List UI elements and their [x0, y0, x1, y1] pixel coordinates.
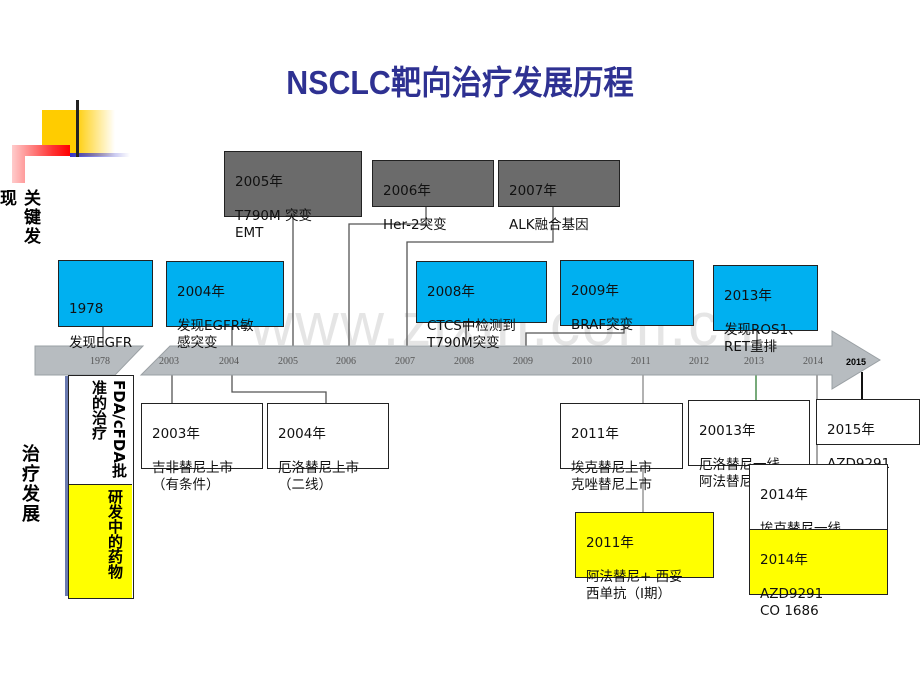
- side-label-discovery: 关 键 发: [24, 190, 41, 247]
- legend-column: FDA/cFDA批准的治疗 研发中的药物: [65, 375, 134, 599]
- tick-2014: 2014: [803, 356, 823, 367]
- box-year: 2004年: [278, 426, 326, 442]
- box-text: 厄洛替尼上市 （二线）: [278, 460, 359, 493]
- tick-2003: 2003: [159, 356, 179, 367]
- box-year: 2009年: [571, 283, 619, 299]
- box-text: 发现EGFR敏 感突变: [177, 318, 254, 351]
- tick-2010: 2010: [572, 356, 592, 367]
- page-title: NSCLC靶向治疗发展历程: [286, 64, 634, 101]
- box-text: CTCS中检测到 T790M突变: [427, 318, 516, 351]
- box-year: 2004年: [177, 284, 225, 300]
- tick-2008: 2008: [454, 356, 474, 367]
- discovery-box-2008: 2008年 CTCS中检测到 T790M突变: [416, 261, 547, 351]
- approved-box-2013: 20013年 厄洛替尼一线 阿法替尼: [688, 400, 810, 490]
- developing-box-2014: 2014年 AZD9291 CO 1686: [749, 529, 888, 619]
- side-label-char: 发: [22, 484, 40, 505]
- box-year: 2014年: [760, 552, 808, 568]
- side-label-char: 键: [24, 208, 41, 228]
- box-year: 2011年: [571, 426, 619, 442]
- tick-2009: 2009: [513, 356, 533, 367]
- approved-box-2015: 2015年 AZD9291: [816, 399, 920, 472]
- tick-2004: 2004: [219, 356, 239, 367]
- timeline-arrow: [139, 330, 881, 390]
- tick-2005: 2005: [278, 356, 298, 367]
- discovery-box-2013: 2013年 发现ROS1、 RET重排: [713, 265, 818, 355]
- box-year: 2003年: [152, 426, 200, 442]
- tick-2013: 2013: [744, 356, 764, 367]
- legend-developing-bg: 研发中的药物: [69, 484, 132, 598]
- discovery-box-2009: 2009年 BRAF突变: [560, 260, 694, 333]
- approved-box-2004: 2004年 厄洛替尼上市 （二线）: [267, 403, 389, 493]
- box-text: ALK融合基因: [509, 217, 589, 233]
- discovery-box-2007: 2007年 ALK融合基因: [498, 160, 620, 233]
- connector-2004-approved: [231, 375, 327, 403]
- box-year: 2005年: [235, 174, 283, 190]
- discovery-box-2004: 2004年 发现EGFR敏 感突变: [166, 261, 284, 351]
- box-text: T790M 突变 EMT: [235, 208, 312, 241]
- box-year: 2015年: [827, 422, 875, 438]
- box-year: 2008年: [427, 284, 475, 300]
- legend-developing: 研发中的药物: [106, 489, 124, 579]
- developing-box-2011: 2011年 阿法替尼+ 西妥 西单抗（I期）: [575, 512, 714, 602]
- box-year: 2013年: [724, 288, 772, 304]
- approved-box-2011: 2011年 埃克替尼上市 克唑替尼上市: [560, 403, 683, 493]
- decor-white-block: [25, 156, 70, 186]
- discovery-box-2005: 2005年 T790M 突变 EMT: [224, 151, 362, 241]
- tick-2015: 2015: [846, 357, 867, 367]
- tick-2007: 2007: [395, 356, 415, 367]
- approved-box-2014: 2014年 埃克替尼一线 Ceritinib: [749, 464, 888, 554]
- box-year: 1978: [69, 301, 104, 317]
- box-text: Her-2突变: [383, 217, 447, 233]
- side-label-treatment: 治 疗 发 展: [22, 445, 40, 525]
- decor-blue-line: [70, 153, 130, 157]
- legend-approved: FDA/cFDA批准的治疗: [90, 380, 128, 478]
- box-year: 2014年: [760, 487, 808, 503]
- side-label-char: 疗: [22, 464, 40, 485]
- box-year: 2006年: [383, 183, 431, 199]
- discovery-box-2006: 2006年 Her-2突变: [372, 160, 494, 233]
- tick-2012: 2012: [689, 356, 709, 367]
- connector-2006: [348, 206, 427, 346]
- legend-edge: [65, 376, 68, 596]
- tick-1978: 1978: [90, 356, 110, 367]
- box-text: 吉非替尼上市 （有条件）: [152, 460, 233, 493]
- box-year: 20013年: [699, 423, 756, 439]
- side-label-discovery-overflow: 现: [0, 189, 17, 209]
- box-text: 阿法替尼+ 西妥 西单抗（I期）: [586, 569, 683, 602]
- tick-2006: 2006: [336, 356, 356, 367]
- box-text: 发现ROS1、 RET重排: [724, 322, 802, 355]
- box-year: 2007年: [509, 183, 557, 199]
- tick-2011: 2011: [631, 356, 651, 367]
- decor-black-bar: [76, 100, 79, 157]
- box-text: BRAF突变: [571, 317, 634, 333]
- box-text: 埃克替尼上市 克唑替尼上市: [571, 460, 652, 493]
- discovery-box-1978: 1978 发现EGFR: [58, 260, 153, 351]
- approved-box-2003: 2003年 吉非替尼上市 （有条件）: [141, 403, 263, 493]
- connector-2009: [525, 326, 625, 346]
- box-text: 发现EGFR: [69, 335, 133, 351]
- side-label-char: 关: [24, 189, 41, 209]
- side-label-char: 展: [22, 504, 40, 525]
- box-year: 2011年: [586, 535, 634, 551]
- box-text: AZD9291 CO 1686: [760, 586, 824, 619]
- side-label-char: 治: [22, 444, 40, 465]
- connector-2007: [406, 206, 554, 346]
- side-label-char: 发: [24, 227, 41, 247]
